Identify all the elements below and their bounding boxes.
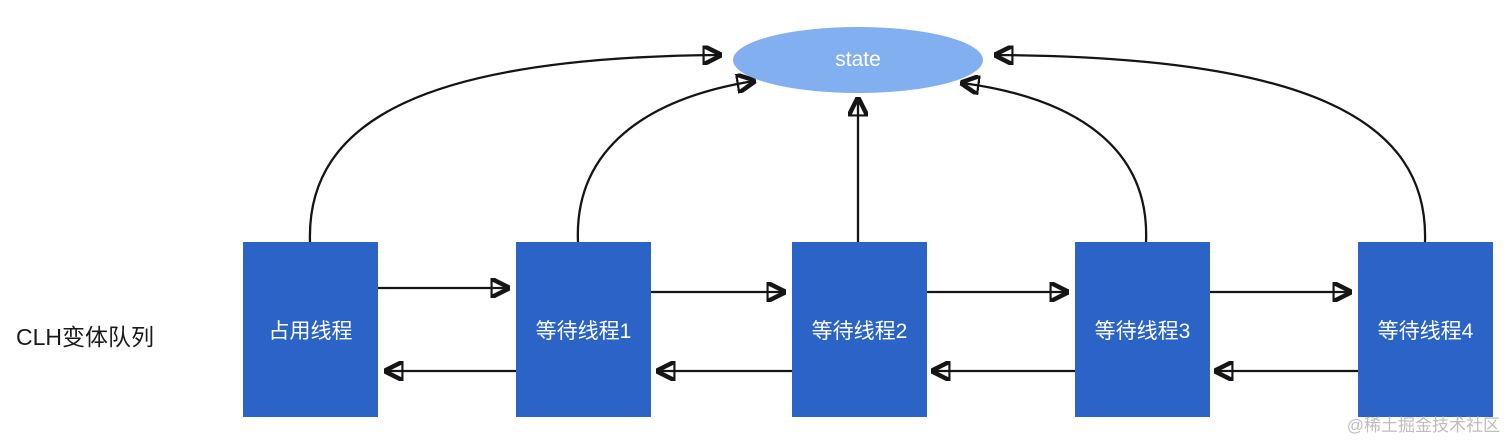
watermark-text: @稀土掘金技术社区	[1346, 416, 1500, 435]
node-waiting-thread-2-label: 等待线程2	[811, 319, 908, 343]
node-waiting-thread-4: 等待线程4	[1358, 242, 1493, 417]
state-node-label: state	[835, 48, 881, 71]
node-waiting-thread-3: 等待线程3	[1075, 242, 1210, 417]
node-waiting-thread-4-label: 等待线程4	[1377, 319, 1474, 343]
node-waiting-thread-1-label: 等待线程1	[535, 319, 632, 343]
node-waiting-thread-2: 等待线程2	[792, 242, 927, 417]
arrow-waiting-thread1-to-state	[576, 81, 754, 243]
state-node: state	[733, 27, 983, 93]
node-waiting-thread-1: 等待线程1	[516, 242, 651, 417]
node-occupying-thread-label: 占用线程	[268, 319, 353, 343]
node-waiting-thread-3-label: 等待线程3	[1094, 319, 1191, 343]
node-occupying-thread: 占用线程	[243, 242, 378, 417]
diagram-side-label: CLH变体队列	[16, 324, 155, 350]
arrow-waiting-thread3-to-state	[962, 83, 1148, 243]
arrow-waiting-thread4-to-state	[996, 55, 1427, 243]
arrow-occupying-thread-to-state	[308, 55, 720, 243]
